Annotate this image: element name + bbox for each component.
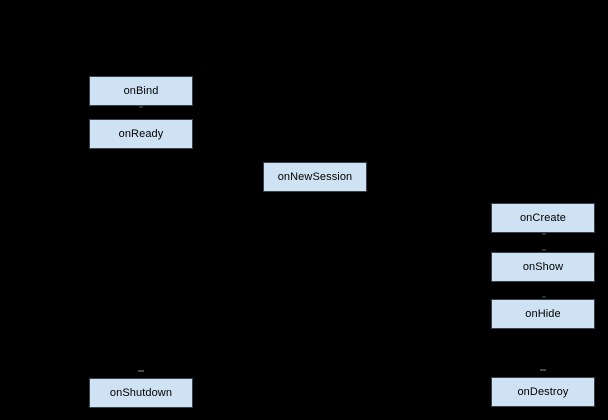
node-onshutdown: onShutdown: [89, 378, 193, 408]
arrow-remnant-above-onshow: [542, 249, 546, 251]
node-onhide: onHide: [491, 299, 595, 329]
node-onnewsession: onNewSession: [263, 162, 367, 192]
arrow-remnant-below-onbind: [139, 106, 143, 108]
node-oncreate: onCreate: [491, 203, 595, 233]
arrow-remnant-above-onhide: [542, 296, 546, 298]
node-ondestroy: onDestroy: [491, 377, 595, 407]
arrow-remnant-below-oncreate: [542, 233, 546, 235]
node-onshow: onShow: [491, 252, 595, 282]
arrow-remnant-above-onshutdown: [138, 370, 144, 372]
arrow-remnant-above-ondestroy: [540, 369, 546, 371]
node-onbind: onBind: [89, 76, 193, 106]
node-onready: onReady: [89, 119, 193, 149]
